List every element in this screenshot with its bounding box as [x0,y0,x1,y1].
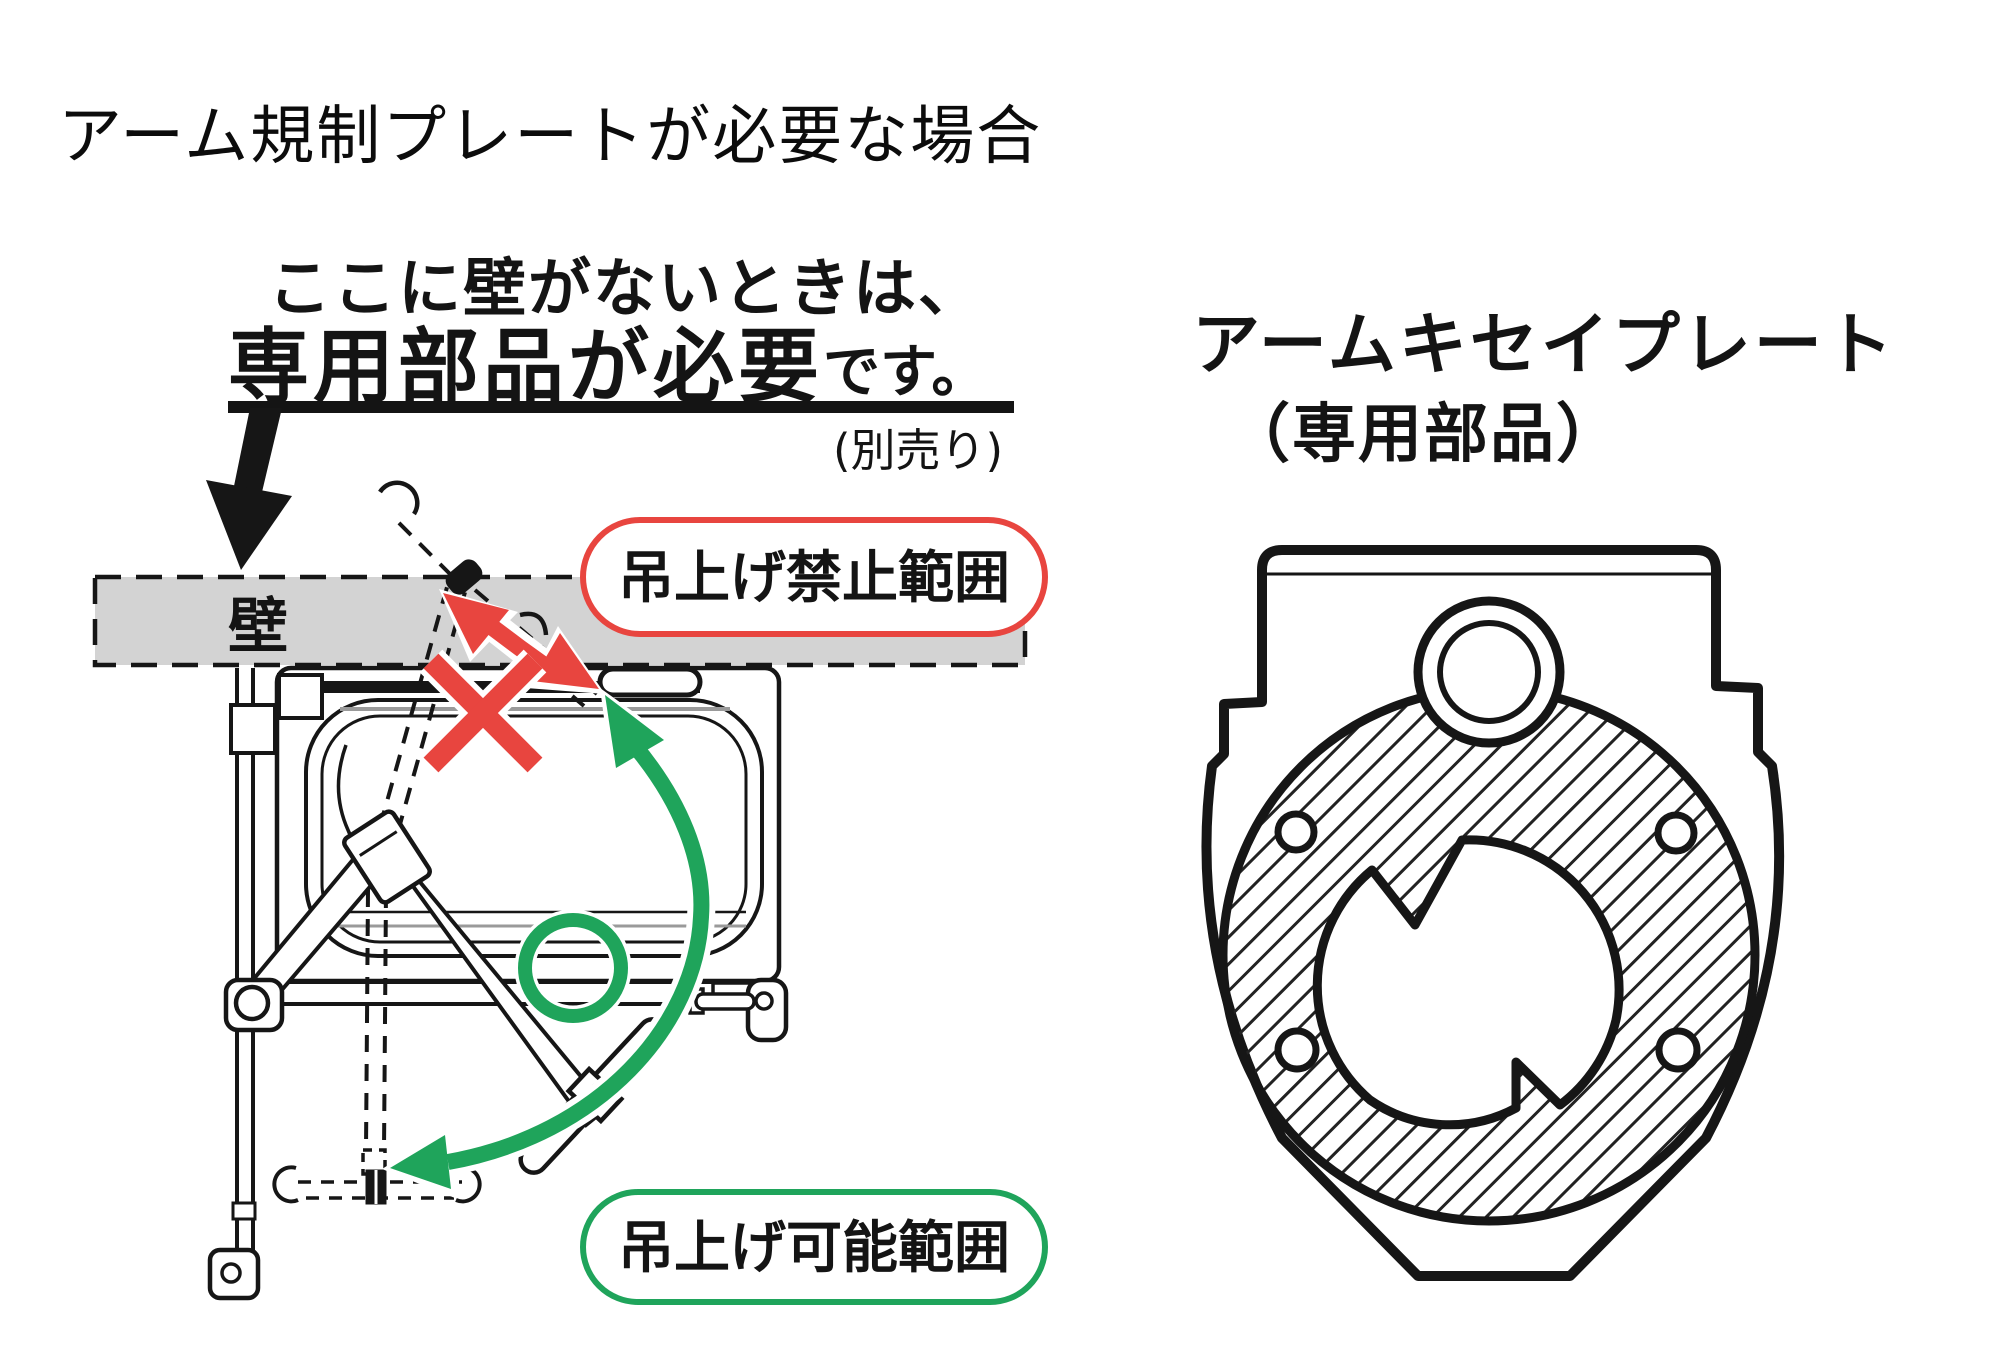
arm-pivot [342,809,432,905]
callout-pointer-arrow-icon [206,408,292,570]
green-circle-marker [514,909,632,1027]
prohibited-direction-arrow [439,589,605,694]
callout-line1: ここに壁がないときは、 [268,252,983,325]
svg-text:専用部品が必要です。: 専用部品が必要です。 [228,321,988,415]
x-mark-icon [419,649,547,777]
plate-bolt-hole [1274,810,1318,854]
arm-hook-fittings [272,480,549,1205]
plate-bolt-hole [1654,811,1698,855]
plate-center-cutout [1312,835,1624,1130]
allowed-rotation-arrow [382,688,716,1198]
callout-note: (別売り) [833,424,1003,477]
plate-top-ring [1413,596,1565,748]
callout-emphasis: 専用部品が必要 [228,321,823,415]
callout-underline [228,401,1014,413]
wall-label: 壁 [228,592,288,662]
page-title: アーム規制プレートが必要な場合 [58,100,1043,172]
plate-bolt-hole [1274,1027,1320,1073]
plate-bolt-hole [1655,1027,1701,1073]
prohibited-badge-label: 吊上げ禁止範囲 [618,546,1010,611]
plate-title-line2: （専用部品） [1226,398,1622,472]
prohibited-badge: 吊上げ禁止範囲 [580,517,1048,637]
allowed-badge: 吊上げ可能範囲 [580,1189,1048,1305]
arm-restriction-plate-diagram: アームキセイプレート （専用部品） [1192,306,1896,1281]
allowed-badge-label: 吊上げ可能範囲 [618,1216,1010,1281]
callout-suffix: です。 [823,339,988,405]
plate-drawing [1201,545,1785,1281]
lift-installation-diagram: ここに壁がないときは、 専用部品が必要です。 (別売り) 壁 [92,252,1048,1305]
plate-title-line1: アームキセイプレート [1192,306,1896,385]
